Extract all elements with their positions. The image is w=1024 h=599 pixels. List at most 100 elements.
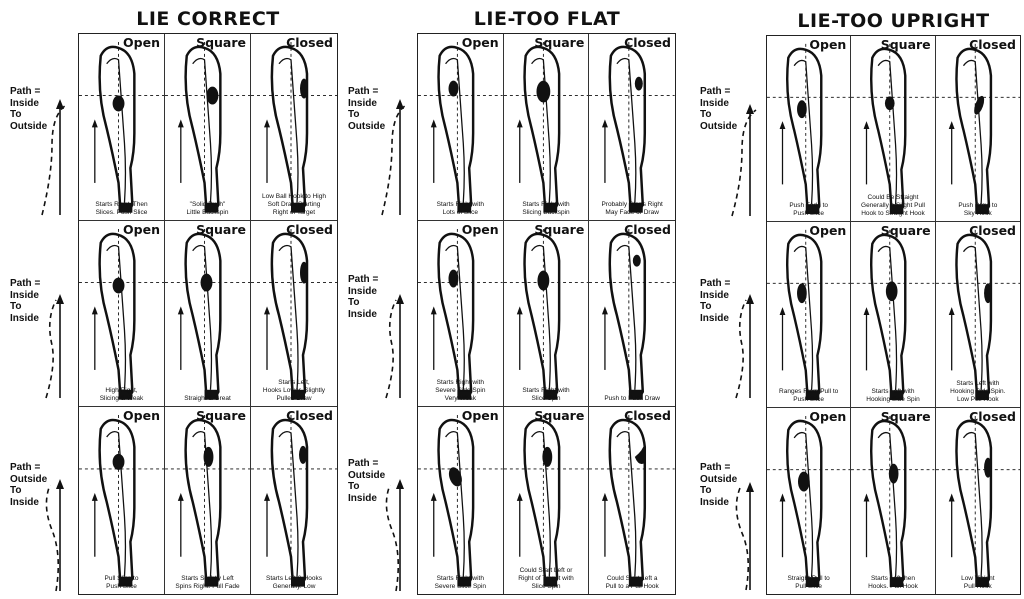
cell-square: Square Straight & Great [165, 220, 251, 408]
face-label-square: Square [534, 221, 585, 237]
club-face-diagram [418, 228, 503, 400]
club-face-diagram [589, 41, 675, 213]
caption: Straight & Great [184, 395, 231, 403]
cell-open: Open Push Fade to Push Slice [767, 36, 852, 222]
club-face-diagram [503, 41, 589, 213]
path-arrow-inside-inside [45, 294, 64, 399]
cell-open: Open Pull Slice to Push Slice [79, 407, 165, 594]
face-label-closed: Closed [286, 221, 333, 237]
diagram-grid: Open Push Fade to Push Slice Square [766, 35, 1021, 595]
face-label-open: Open [809, 223, 847, 238]
panel-lie-too-flat: LIE-TOO FLAT Path = Inside To Outside Pa… [340, 0, 680, 599]
caption: Starts Slightly Left Spins Right. Pull F… [175, 575, 240, 590]
cell-square: Square Starts Right with Slice Spin [503, 220, 590, 408]
caption: Starts Right with Slicing Backspin [522, 200, 570, 216]
caption: Straight Pull to Pull Slice [787, 575, 830, 590]
club-face-diagram [851, 43, 935, 215]
path-arrow-outside-inside [45, 479, 64, 592]
face-label-open: Open [461, 35, 499, 50]
path-arrow-inside-outside [731, 104, 757, 217]
caption: High Right, Slicing & Weak [99, 387, 144, 403]
face-label-square: Square [880, 409, 931, 424]
cell-square: Square Starts Slightly Left Spins Right.… [165, 407, 251, 594]
caption: Probably Starts Right May Fade or Draw [601, 200, 663, 216]
caption: Starts Right with Severe Side Spin Very … [435, 379, 486, 403]
club-face-diagram [79, 41, 164, 213]
path-label: Path = Inside To Inside [700, 278, 731, 324]
face-label-square: Square [534, 408, 585, 424]
caption: Starts Left with Hooking Side Spin [866, 388, 920, 403]
caption: Starts Left, Hooks Lower. Slightly Pulle… [262, 379, 326, 403]
caption: Could Be Straight Generally a Slight Pul… [861, 194, 925, 217]
panel-title: LIE-TOO UPRIGHT [797, 10, 990, 32]
club-face-diagram [935, 415, 1020, 588]
cell-square: Square Starts Left then Hooks. Pull Hook [851, 408, 936, 594]
path-label: Path = Outside To Inside [10, 462, 48, 508]
club-face-diagram [767, 415, 851, 588]
caption: Push Fade to Push Slice [789, 202, 828, 217]
path-label: Path = Inside To Outside [700, 86, 738, 132]
club-face-diagram [165, 41, 250, 213]
caption: Starts Left & Hooks Generally. Low [266, 575, 322, 590]
panel-lie-correct: LIE CORRECT Path = Inside To Outside Pat… [0, 0, 340, 599]
path-arrow-inside-outside [381, 99, 407, 216]
caption: Could Start Left or Right of Target with… [518, 567, 574, 590]
face-label-closed: Closed [286, 35, 333, 50]
caption: "Solid Push" Little Backspin [186, 200, 229, 216]
caption: Ranges From Pull to Push Slice [779, 388, 839, 403]
cell-closed: Closed Low Ball Hook to High Soft Draw S… [251, 34, 337, 221]
cell-open: Open Ranges From Pull to Push Slice [767, 222, 852, 408]
cell-open: Open Starts Right with Severe Side Spin … [418, 220, 504, 408]
cell-square: Square "Solid Push" Little Backspin [165, 34, 251, 221]
cell-closed: Closed Starts Left & Hooks Generally. Lo… [251, 407, 337, 594]
caption: Pull Slice to Push Slice [104, 575, 139, 590]
diagram-grid: Open Starts Right, Then Slices. Push Sli… [78, 33, 338, 595]
club-face-diagram [935, 43, 1020, 215]
caption: Starts Right, Then Slices. Push Slice [95, 200, 148, 216]
cell-closed: Closed Starts Left, Hooks Lower. Slightl… [251, 221, 337, 408]
path-arrow-outside-inside [385, 479, 404, 592]
cell-square: Square Could Start Left or Right of Targ… [503, 407, 590, 594]
caption: Low Ball Hook to High Soft Draw Starting… [262, 192, 326, 216]
club-face-diagram [251, 228, 337, 400]
panel-lie-too-upright: LIE-TOO UPRIGHT Path = Inside To Outside… [688, 0, 1024, 599]
panel-title: LIE CORRECT [136, 8, 280, 30]
path-arrow-inside-outside [41, 99, 67, 216]
path-arrow-outside-inside [735, 482, 754, 591]
path-label: Path = Outside To Inside [348, 458, 386, 504]
cell-open: Open Starts Right with Severe Slice Spin [418, 407, 504, 594]
cell-closed: Closed Probably Starts Right May Fade or… [589, 34, 675, 221]
caption: Starts Right with Severe Slice Spin [434, 575, 486, 590]
face-label-open: Open [809, 409, 847, 424]
cell-open: Open Straight Pull to Pull Slice [767, 408, 852, 594]
club-face-diagram [251, 41, 337, 213]
face-label-square: Square [880, 223, 931, 238]
face-label-closed: Closed [969, 37, 1016, 52]
path-label: Path = Inside To Outside [348, 86, 386, 132]
cell-closed: Closed Could Start Left a Pull to a Pull… [589, 407, 675, 594]
panel-title: LIE-TOO FLAT [473, 8, 621, 30]
cell-square: Square Starts Right with Slicing Backspi… [503, 34, 590, 221]
diagram-grid: Open Starts Right with Lots of Slice Squ… [417, 33, 676, 595]
cell-closed: Closed Push Draw to Sky Hook [935, 36, 1020, 222]
club-face-diagram [851, 229, 935, 401]
club-face-diagram [503, 415, 589, 588]
face-label-open: Open [123, 408, 160, 424]
face-label-open: Open [123, 221, 160, 237]
path-arrow-inside-inside [735, 294, 754, 399]
face-label-closed: Closed [286, 408, 333, 424]
club-face-diagram [418, 41, 503, 213]
cell-closed: Closed Low Violent Pull Hook [935, 408, 1020, 594]
cell-square: Square Starts Left with Hooking Side Spi… [851, 222, 936, 408]
face-label-open: Open [123, 35, 160, 50]
face-label-open: Open [809, 37, 847, 52]
club-face-diagram [418, 415, 503, 588]
club-face-diagram [589, 228, 675, 400]
club-face-diagram [165, 228, 250, 400]
path-label: Path = Outside To Inside [700, 462, 738, 508]
club-face-diagram [503, 228, 589, 400]
path-label: Path = Inside To Inside [10, 278, 41, 324]
club-face-diagram [935, 229, 1020, 401]
cell-open: Open Starts Right with Lots of Slice [418, 34, 504, 221]
face-label-closed: Closed [624, 35, 671, 50]
